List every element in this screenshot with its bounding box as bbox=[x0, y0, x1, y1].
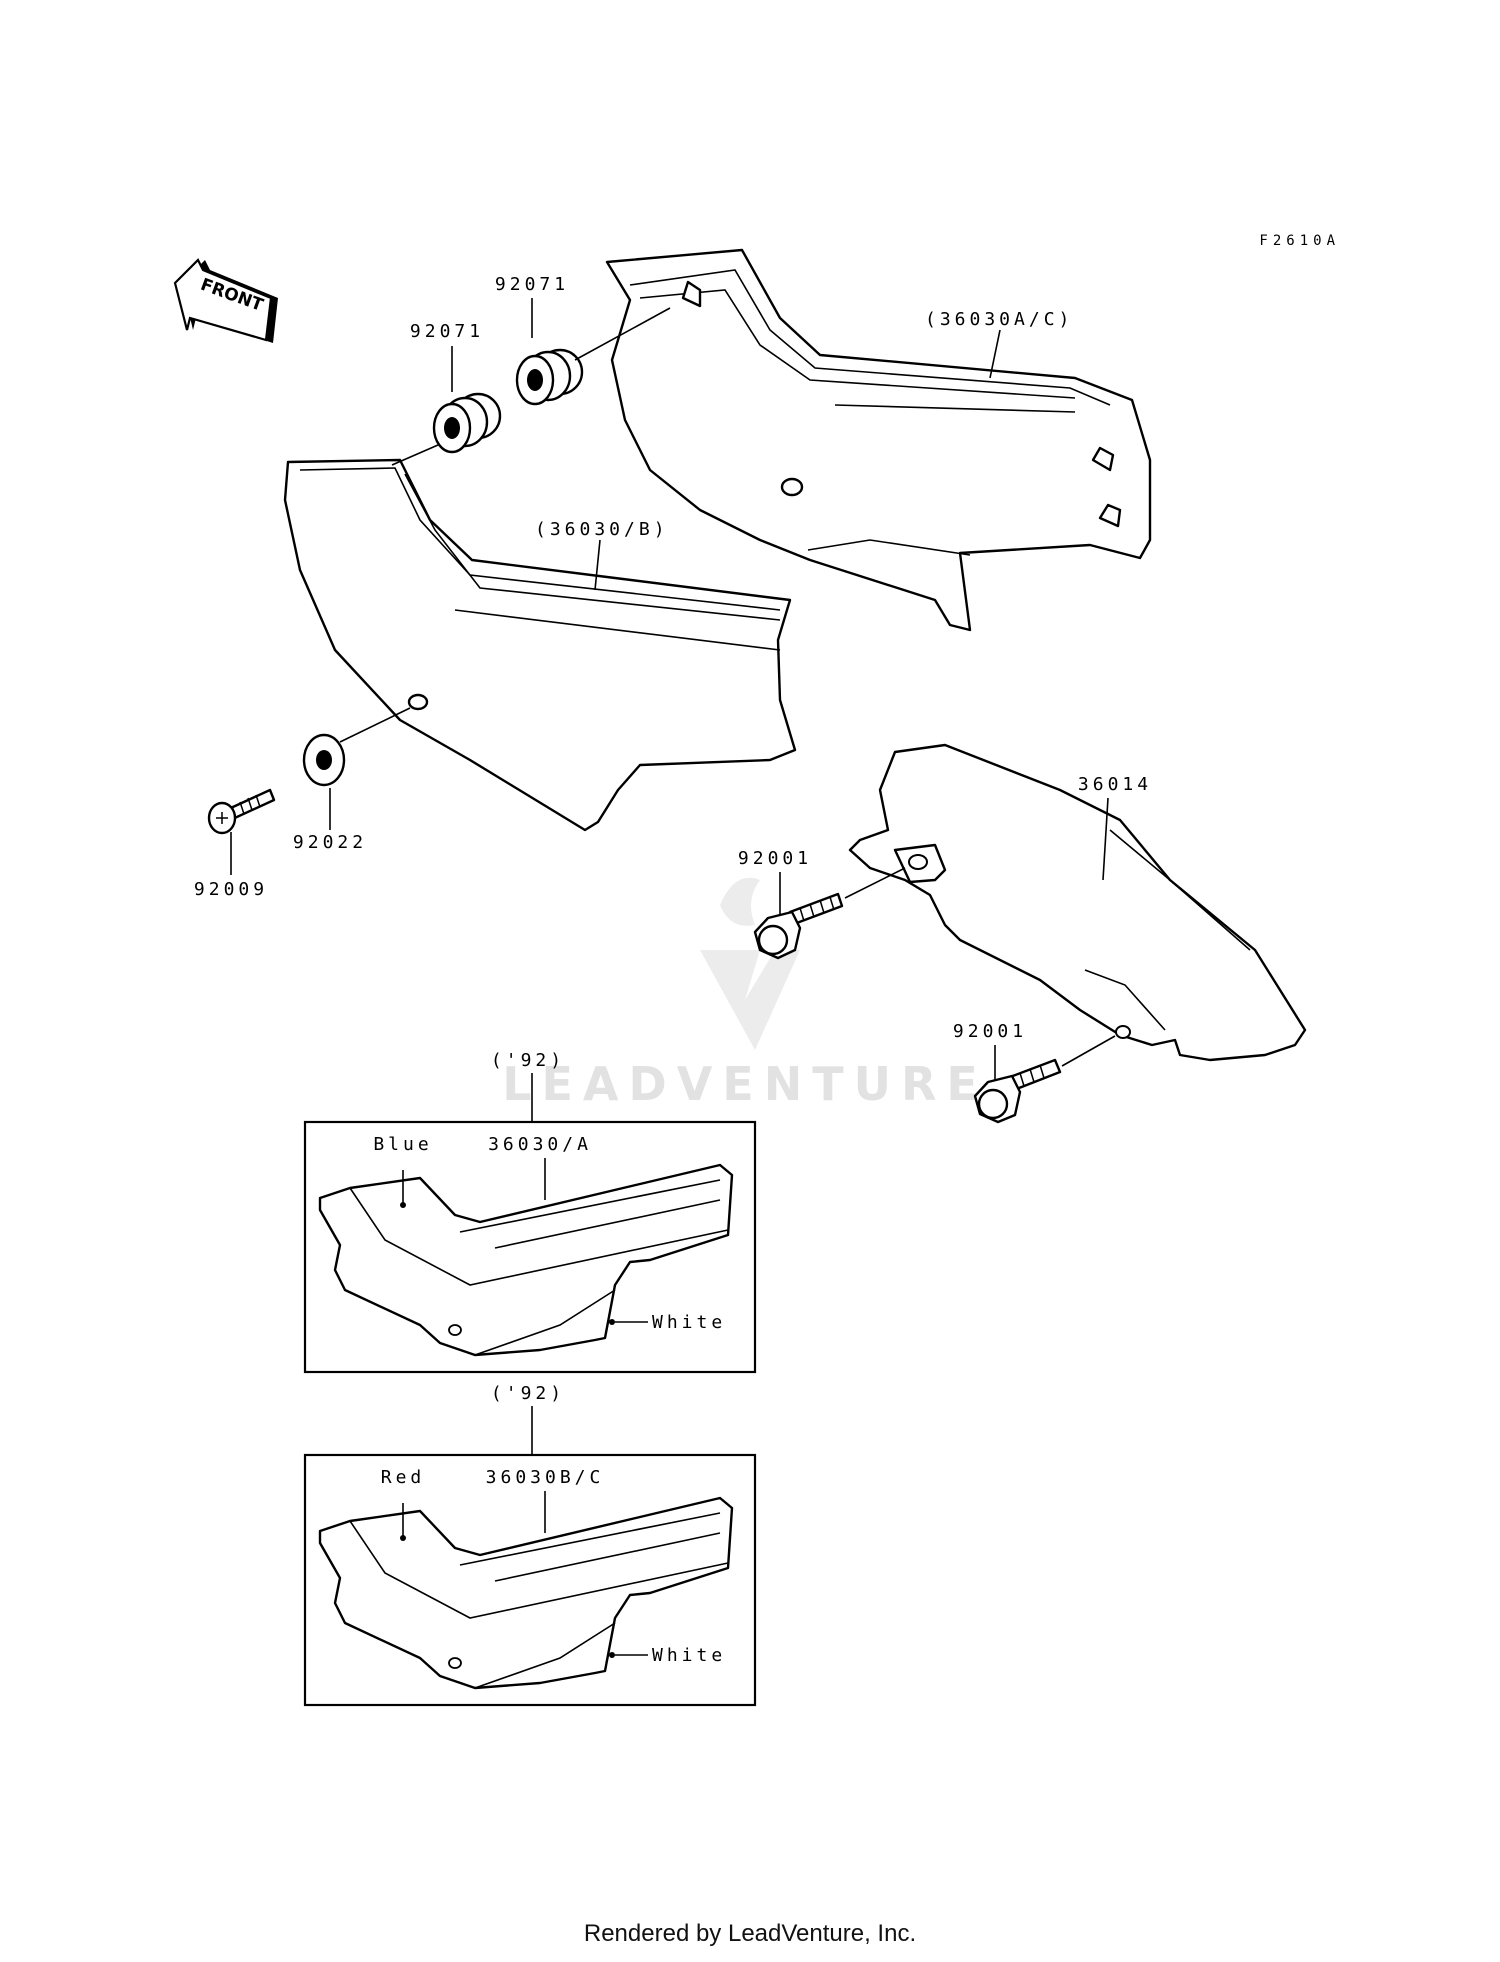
label-washer: 92022 bbox=[293, 832, 367, 853]
figure-code: F2610A bbox=[1259, 233, 1340, 249]
inset-a-color-lower: White bbox=[652, 1312, 726, 1333]
label-chain-guard: 36014 bbox=[1078, 774, 1152, 795]
grommet-upper: 92071 bbox=[495, 274, 671, 406]
inset-a-year: ('92) bbox=[491, 1050, 565, 1071]
bolt-guard-lower: 92001 bbox=[953, 1021, 1116, 1124]
washer: 92022 bbox=[293, 707, 411, 853]
label-cover-right: (36030A/C) bbox=[925, 309, 1073, 330]
inset-a: ('92) Blue 36030/A White bbox=[303, 1050, 757, 1374]
leadventure-watermark: LEADVENTURE bbox=[502, 877, 988, 1111]
bolt-guard-upper: 92001 bbox=[738, 848, 906, 960]
watermark-text: LEADVENTURE bbox=[502, 1057, 988, 1111]
label-bolt-left: 92009 bbox=[194, 879, 268, 900]
label-bolt-guard-upper: 92001 bbox=[738, 848, 812, 869]
label-grommet-lower: 92071 bbox=[410, 321, 484, 342]
chain-guard: 36014 bbox=[848, 743, 1307, 1062]
front-arrow-icon: FRONT bbox=[173, 258, 278, 343]
inset-a-color-stripe: Blue bbox=[373, 1134, 432, 1155]
bolt-left: 92009 bbox=[194, 788, 276, 900]
side-cover-left: (36030/B) bbox=[283, 458, 797, 832]
side-cover-right: (36030A/C) bbox=[605, 248, 1152, 632]
label-grommet-upper: 92071 bbox=[495, 274, 569, 295]
inset-b-color-stripe: Red bbox=[381, 1467, 426, 1488]
label-cover-left: (36030/B) bbox=[535, 519, 669, 540]
inset-a-part: 36030/A bbox=[488, 1134, 592, 1155]
footer-credit: Rendered by LeadVenture, Inc. bbox=[583, 1920, 917, 1947]
label-bolt-guard-lower: 92001 bbox=[953, 1021, 1027, 1042]
grommet-lower: 92071 bbox=[391, 321, 502, 466]
inset-b-year: ('92) bbox=[491, 1383, 565, 1404]
inset-b-color-lower: White bbox=[652, 1645, 726, 1666]
inset-b-part: 36030B/C bbox=[486, 1467, 605, 1488]
inset-b: ('92) Red 36030B/C White bbox=[303, 1383, 757, 1707]
